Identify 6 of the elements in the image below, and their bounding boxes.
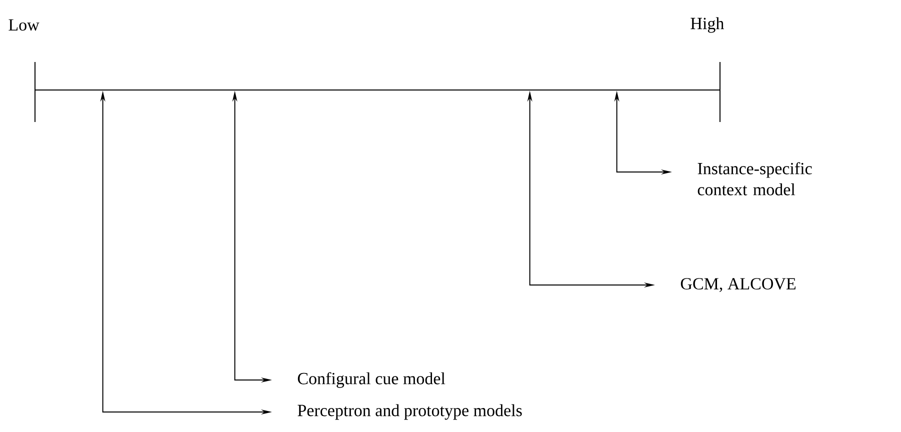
scale-end-label: Low (8, 19, 40, 31)
model-label: Perceptron and prototype models (298, 404, 522, 420)
model-label: Instance-specific context model (698, 162, 812, 196)
scale-end-label: High (690, 17, 724, 33)
model-label: Configural cue model (298, 372, 446, 388)
model-label: GCM, ALCOVE (680, 278, 796, 292)
